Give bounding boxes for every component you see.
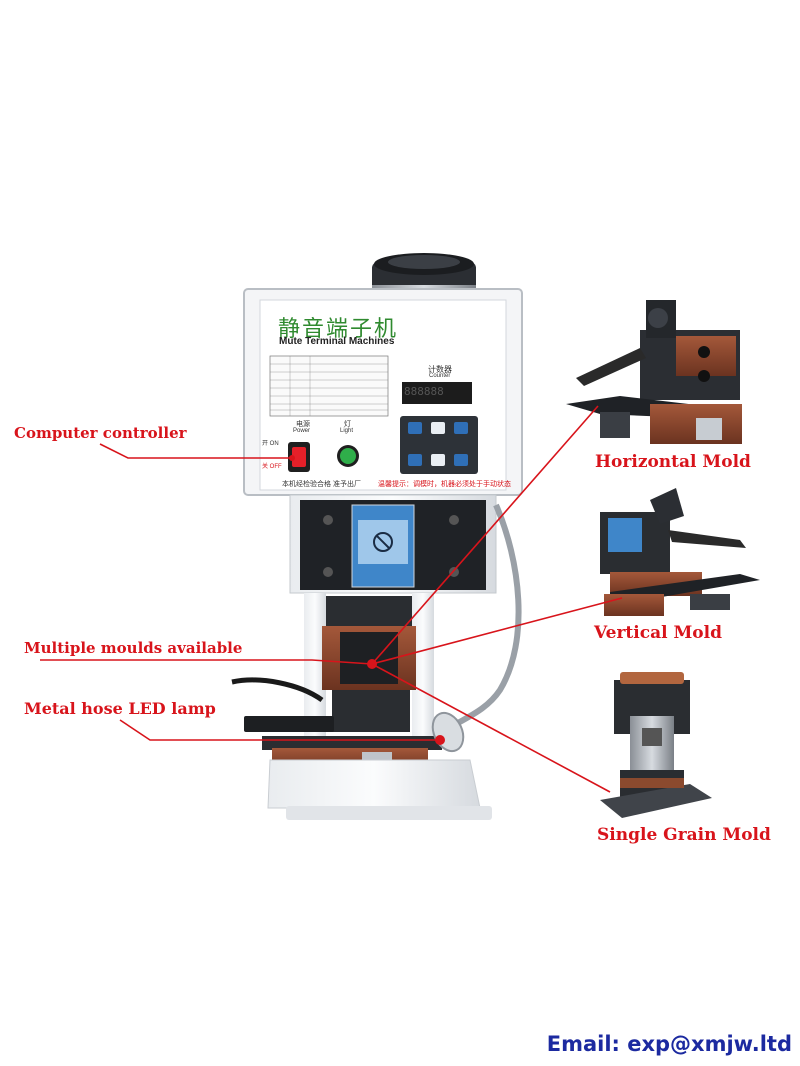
contact-email: Email: exp@xmjw.ltd xyxy=(546,1032,792,1056)
callout-computer-controller: Computer controller xyxy=(14,424,187,442)
off-label: 关 OFF xyxy=(262,464,282,470)
panel-title-cn: 静音端子机 xyxy=(278,317,399,342)
light-label-cn: 灯 xyxy=(344,421,351,428)
horizontal-mold-image xyxy=(566,300,742,444)
light-label-en: Light xyxy=(340,428,354,434)
warning-note: 温馨提示：调模时，机器必须处于手动状态 xyxy=(378,481,511,488)
inspection-note: 本机经检验合格 准予出厂 xyxy=(282,481,361,488)
panel-title-en: Mute Terminal Machines xyxy=(279,336,395,347)
callout-multiple-moulds: Multiple moulds available xyxy=(24,639,243,657)
counter-label-cn: 计数器 xyxy=(428,365,452,374)
callout-horizontal-mold: Horizontal Mold xyxy=(595,452,751,472)
callout-vertical-mold: Vertical Mold xyxy=(594,623,722,643)
on-label: 开 ON xyxy=(262,441,279,447)
single-grain-mold-image xyxy=(600,672,712,818)
callout-leader-lines xyxy=(40,405,623,793)
callout-single-grain-mold: Single Grain Mold xyxy=(597,825,771,845)
power-label-en: Power xyxy=(293,428,311,434)
callout-dots xyxy=(289,455,445,745)
counter-label-en: Counter xyxy=(429,373,451,379)
vertical-mold-image xyxy=(600,488,760,616)
terminal-machine xyxy=(231,253,523,820)
callout-metal-hose-lamp: Metal hose LED lamp xyxy=(24,699,216,718)
counter-display: 888888 xyxy=(404,385,444,398)
power-label-cn: 电源 xyxy=(296,421,310,428)
